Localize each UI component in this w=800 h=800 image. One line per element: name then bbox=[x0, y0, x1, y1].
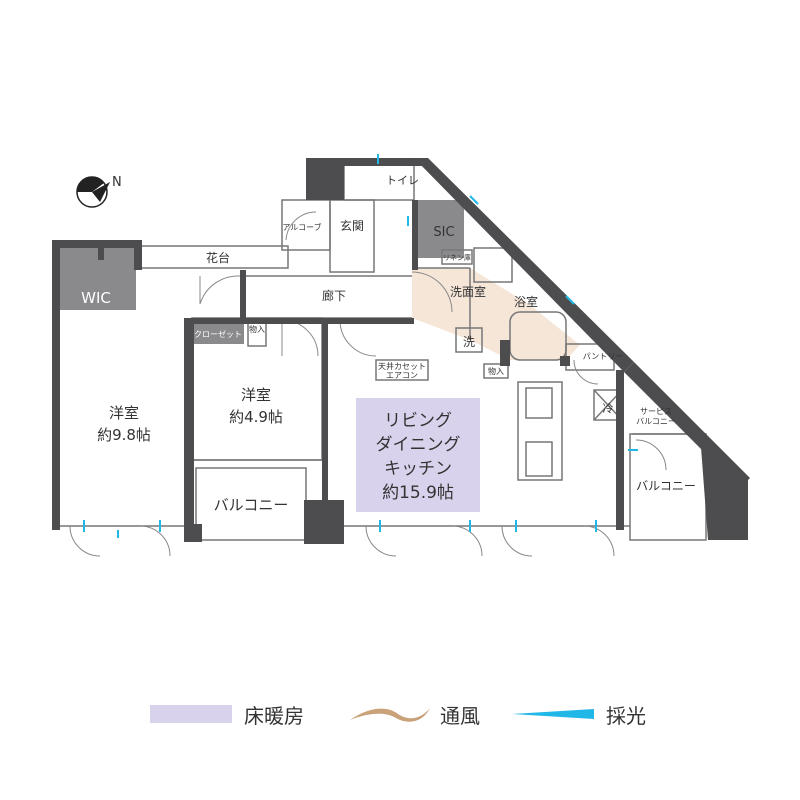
western-room-2-label: 洋室 bbox=[241, 386, 271, 404]
daylight-marks bbox=[83, 154, 638, 538]
ldk-label-2: ダイニング bbox=[376, 435, 461, 455]
legend: 床暖房 通風 採光 bbox=[0, 696, 800, 732]
balcony-right-label: バルコニー bbox=[636, 479, 696, 493]
sic-label: SIC bbox=[433, 225, 454, 240]
service-balcony-label-1: サービス bbox=[640, 407, 672, 416]
compass-icon: N bbox=[76, 175, 122, 208]
legend-floor-heating: 床暖房 bbox=[150, 696, 304, 732]
western-room-1-size: 約9.8帖 bbox=[97, 426, 151, 444]
sic-floor bbox=[414, 200, 464, 258]
storage-label-1: 物入 bbox=[249, 324, 265, 334]
wic-floor bbox=[54, 246, 136, 310]
floor-heating-swatch bbox=[150, 705, 232, 723]
washer-label: 洗 bbox=[463, 335, 475, 349]
corridor-label: 廊下 bbox=[322, 288, 346, 303]
daylight-icon bbox=[512, 709, 594, 719]
alcove-label: アルコーブ bbox=[282, 222, 321, 232]
ldk-label-1: リビング bbox=[384, 411, 452, 431]
bath-label: 浴室 bbox=[514, 294, 538, 309]
closet-label: クローゼット bbox=[194, 329, 242, 339]
pantry-label: パントリー bbox=[583, 352, 623, 361]
washroom-label: 洗面室 bbox=[450, 284, 486, 299]
floor-heating-area bbox=[356, 398, 480, 512]
western-room-1-label: 洋室 bbox=[109, 404, 139, 422]
flowerbed-label: 花台 bbox=[206, 250, 230, 265]
service-balcony-label-2: バルコニー bbox=[636, 417, 676, 426]
toilet-label: トイレ bbox=[386, 174, 419, 187]
legend-floor-heating-label: 床暖房 bbox=[244, 703, 304, 728]
entrance-label: 玄関 bbox=[340, 218, 364, 233]
storage-label-2: 物入 bbox=[488, 366, 504, 376]
fridge-label: 冷 bbox=[603, 402, 614, 415]
legend-ventilation-label: 通風 bbox=[440, 703, 480, 728]
ldk-size: 約15.9帖 bbox=[382, 483, 454, 503]
closet-floor bbox=[192, 322, 244, 344]
exterior-walls bbox=[52, 158, 750, 544]
wet-area-floor bbox=[412, 268, 580, 360]
western-room-2-size: 約4.9帖 bbox=[229, 408, 283, 426]
legend-ventilation: 通風 bbox=[348, 696, 480, 732]
compass-label: N bbox=[112, 175, 122, 190]
aircon-label-2: エアコン bbox=[386, 371, 418, 380]
legend-daylight: 採光 bbox=[510, 696, 646, 732]
linen-label: リネン庫 bbox=[443, 253, 471, 262]
wic-label: WIC bbox=[81, 289, 111, 307]
door-swings bbox=[69, 211, 667, 557]
legend-daylight-label: 採光 bbox=[606, 703, 646, 728]
aircon-label-1: 天井カセット bbox=[378, 361, 426, 371]
ventilation-icon bbox=[350, 708, 430, 722]
balcony-left-label: バルコニー bbox=[214, 496, 289, 514]
ldk-label-3: キッチン bbox=[384, 459, 452, 479]
